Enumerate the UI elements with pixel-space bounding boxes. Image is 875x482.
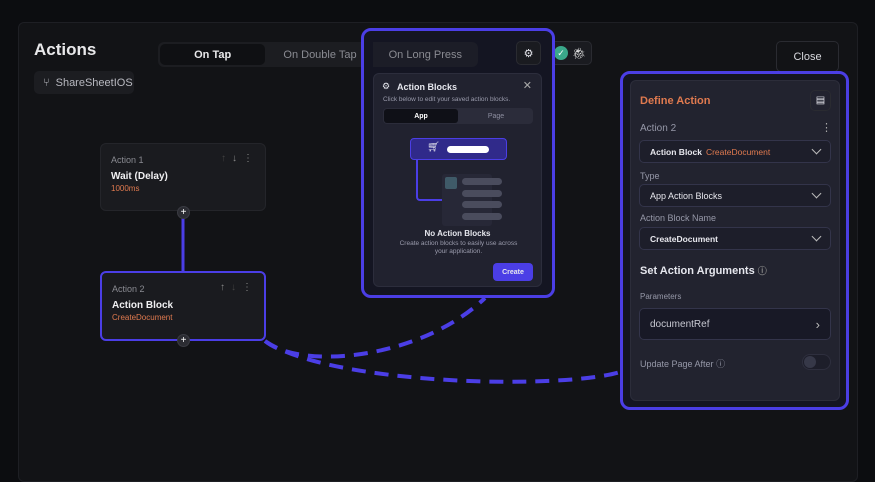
more-icon[interactable]: ⋮ (243, 153, 253, 164)
action-card-1[interactable]: Action 1 ↑ ↓ ⋮ Wait (Delay) 1000ms (100, 143, 266, 211)
action-subtitle: CreateDocument (112, 313, 173, 322)
action-label: Action 1 (111, 155, 144, 165)
action-blocks-popup: ⚙︎ Action Blocks ✕ Click below to edit y… (373, 73, 542, 287)
popup-subtitle: Click below to edit your saved action bl… (383, 96, 511, 103)
param-name: documentRef (650, 318, 710, 330)
tab-on-double-tap[interactable]: On Double Tap (283, 48, 357, 61)
doc-add-icon: ▤ (815, 95, 826, 106)
empty-text: Create action blocks to easily use acros… (399, 240, 518, 256)
page-title: Actions (34, 40, 97, 59)
update-page-toggle[interactable] (802, 354, 831, 370)
type-dropdown[interactable]: App Action Blocks (639, 184, 831, 207)
type-label: Type (640, 171, 660, 181)
check-icon: ✓ (554, 46, 569, 60)
update-label-row: Update Page After ⓘ (640, 357, 725, 370)
param-row[interactable]: documentRef › (639, 308, 831, 340)
popup-title: Action Blocks (397, 82, 458, 92)
name-label: Action Block Name (640, 213, 717, 223)
update-label: Update Page After (640, 359, 714, 369)
arrow-down-icon[interactable]: ↓ (231, 282, 236, 293)
panel-title: Define Action (640, 95, 711, 107)
cart-icon: 🛒︎ (427, 142, 440, 153)
illustration: 🛒︎ (410, 138, 507, 160)
action-label: Action 2 (640, 123, 677, 134)
args-heading: Set Action Arguments ⓘ (640, 264, 767, 277)
doc-add-button[interactable]: ▤ (810, 90, 831, 111)
chevron-down-icon (811, 231, 822, 242)
more-icon[interactable]: ⋮ (821, 122, 832, 134)
arrow-up-icon[interactable]: ↑ (220, 282, 225, 293)
chevron-down-icon (811, 144, 822, 155)
info-icon: ⓘ (716, 359, 726, 369)
illustration-list (442, 174, 502, 226)
close-icon[interactable]: ✕ (522, 80, 532, 92)
name-dropdown[interactable]: CreateDocument (639, 227, 831, 250)
brain-icon: ⚙︎ (382, 81, 391, 91)
status-group: ✓ 🐞︎ (548, 41, 592, 65)
dashed-link-popup (263, 296, 487, 359)
action-blocks-button[interactable]: ⚙︎ (516, 41, 541, 65)
name-value: CreateDocument (650, 233, 719, 244)
more-icon[interactable]: ⋮ (242, 282, 252, 293)
action-title: Wait (Delay) (111, 171, 168, 182)
scope-toggle: App Page (383, 108, 533, 124)
info-icon: ⓘ (757, 266, 767, 276)
action-label: Action 2 (112, 284, 145, 294)
empty-title: No Action Blocks (424, 229, 491, 238)
tab-on-tap[interactable]: On Tap (160, 44, 266, 65)
action-value: CreateDocument (705, 146, 771, 157)
action-title: Action Block (112, 300, 174, 311)
create-button[interactable]: Create (493, 263, 533, 281)
tab-on-long-press[interactable]: On Long Press (372, 42, 478, 67)
brain-icon: ⚙︎ (523, 47, 534, 60)
tab-app[interactable]: App (384, 109, 458, 123)
arrow-up-icon[interactable]: ↑ (221, 153, 226, 164)
tab-page[interactable]: Page (487, 112, 505, 120)
action-subtitle: 1000ms (111, 184, 140, 193)
widget-chip-label: ShareSheetIOS (55, 76, 133, 89)
chevron-right-icon: › (815, 316, 820, 332)
params-label: Parameters (640, 292, 682, 301)
add-action-button[interactable]: + (177, 206, 190, 219)
action-card-2[interactable]: Action 2 ↑ ↓ ⋮ Action Block CreateDocument (100, 271, 266, 341)
dashed-link-define (263, 339, 621, 384)
illustration-line (416, 160, 444, 201)
widget-tree-icon: ⑂ (43, 76, 50, 89)
add-action-button[interactable]: + (177, 334, 190, 347)
type-value: App Action Blocks (650, 190, 723, 201)
chevron-down-icon (811, 188, 822, 199)
action-type: Action Block (650, 146, 702, 157)
close-button[interactable]: Close (776, 41, 839, 72)
arrow-down-icon[interactable]: ↓ (232, 153, 237, 164)
trigger-tabs: On Tap On Double Tap On Long Press (158, 42, 478, 67)
args-title: Set Action Arguments (640, 265, 755, 277)
connectors (181, 218, 621, 384)
widget-chip[interactable]: ⑂ ShareSheetIOS (34, 71, 134, 94)
bug-icon[interactable]: 🐞︎ (572, 47, 586, 60)
